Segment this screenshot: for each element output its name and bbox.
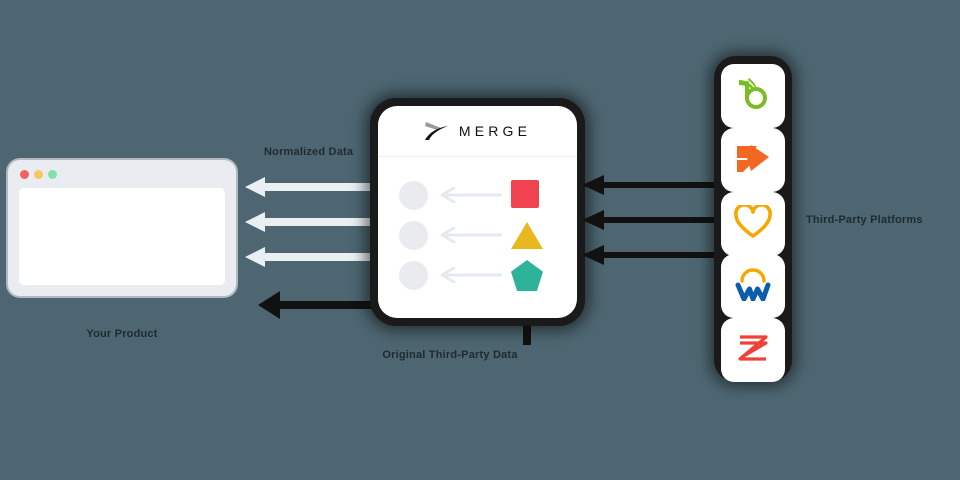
third-party-shape-triangle [511, 222, 543, 249]
merge-wordmark: MERGE [458, 123, 532, 139]
third-party-platform-stack [714, 56, 792, 382]
bamboohr-leaf-b-icon [735, 77, 771, 116]
merge-mapping-row [378, 178, 577, 212]
merge-mapping-row [378, 258, 577, 292]
platform-tile-namely[interactable] [721, 318, 785, 382]
third-party-data-arrow [580, 174, 728, 196]
merge-card[interactable]: MERGE [370, 98, 585, 326]
third-party-data-arrow [580, 209, 728, 231]
mapping-arrow-icon [440, 226, 502, 244]
normalized-data-arrow [243, 211, 383, 233]
third-party-platforms-label: Third-Party Platforms [806, 214, 923, 226]
merge-card-surface: MERGE [378, 106, 577, 318]
workday-w-icon [734, 267, 772, 306]
namely-n-icon [735, 331, 771, 370]
original-third-party-data-label: Original Third-Party Data [382, 349, 518, 361]
orange-arrow-icon [735, 142, 771, 179]
product-content-area [19, 188, 225, 285]
third-party-shape-pentagon [511, 260, 543, 291]
window-titlebar [8, 160, 236, 188]
normalized-data-arrow [243, 176, 383, 198]
your-product-window[interactable] [8, 160, 236, 296]
normalized-field-circle [399, 260, 428, 290]
window-minimize-dot[interactable] [34, 170, 43, 179]
normalized-data-label: Normalized Data [264, 146, 354, 158]
third-party-shape-square [511, 180, 539, 208]
window-close-dot[interactable] [20, 170, 29, 179]
platform-tile-zenefits-heart[interactable] [721, 192, 785, 256]
third-party-data-arrow [580, 244, 728, 266]
platform-tile-workday[interactable] [721, 254, 785, 318]
mapping-arrow-icon [440, 266, 502, 284]
heart-icon [734, 202, 772, 244]
normalized-field-circle [399, 220, 428, 250]
merge-mapping-row [378, 218, 577, 252]
merge-swoosh-icon [424, 121, 450, 141]
platform-tile-bamboohr[interactable] [721, 64, 785, 128]
normalized-field-circle [399, 180, 428, 210]
merge-logo: MERGE [378, 106, 577, 157]
normalized-data-arrow [243, 246, 383, 268]
window-maximize-dot[interactable] [48, 170, 57, 179]
your-product-label: Your Product [86, 328, 158, 340]
mapping-arrow-icon [440, 186, 502, 204]
platform-tile-zenefits-arrow[interactable] [721, 128, 785, 192]
